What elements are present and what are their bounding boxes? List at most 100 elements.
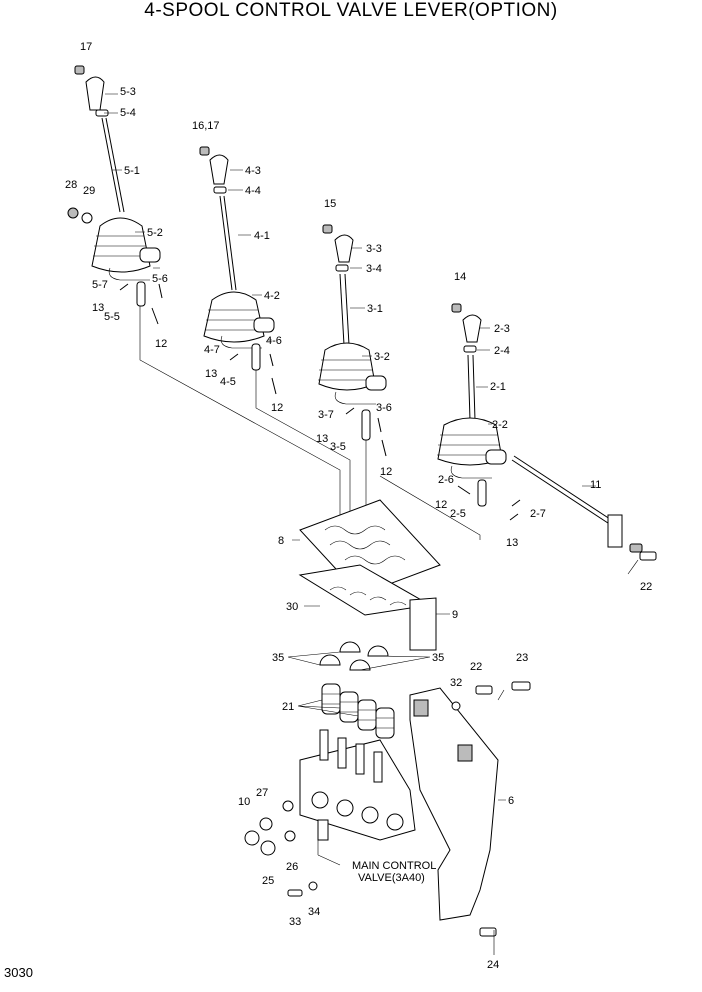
callout-22b: 22 — [470, 661, 482, 673]
lever-3-1 — [339, 273, 345, 346]
cap-35a — [339, 641, 361, 653]
link-2-5 — [477, 479, 487, 507]
boot-4-2 — [203, 291, 265, 343]
callout-27: 27 — [256, 787, 268, 799]
bolt-3-6 — [377, 417, 382, 433]
knob-5-3 — [85, 76, 105, 111]
callout-29: 29 — [83, 185, 95, 197]
callout-3-7: 3-7 — [318, 409, 334, 421]
lever-5-1 — [101, 117, 121, 213]
callout-3-1: 3-1 — [367, 303, 383, 315]
callout-35a: 35 — [272, 652, 284, 664]
callout-12a: 12 — [155, 338, 167, 350]
rod-11 — [511, 459, 615, 528]
pin-3-7 — [345, 407, 355, 415]
knob-2-3 — [462, 314, 482, 343]
callout-4-7: 4-7 — [204, 344, 220, 356]
setscrew-17 — [74, 65, 85, 75]
callout-5-1: 5-1 — [124, 165, 140, 177]
callout-34: 34 — [308, 906, 320, 918]
callout-30: 30 — [286, 601, 298, 613]
callout-15: 15 — [324, 198, 336, 210]
callout-5-2: 5-2 — [147, 227, 163, 239]
boot-21c — [357, 699, 377, 731]
callout-23: 23 — [516, 652, 528, 664]
callout-26: 26 — [286, 861, 298, 873]
lever-assembly-4 — [199, 146, 351, 525]
lever-assembly-3 — [318, 224, 387, 525]
callout-12d: 12 — [435, 499, 447, 511]
boot-21a — [321, 683, 341, 715]
o-ring-26 — [284, 830, 296, 842]
plug-25b — [260, 840, 276, 856]
callout-2-6: 2-6 — [438, 474, 454, 486]
callout-5-6: 5-6 — [152, 273, 168, 285]
washer-34 — [308, 881, 318, 891]
pin-2-7 — [511, 499, 521, 507]
boot-21b — [339, 691, 359, 723]
bolt-5-6 — [158, 283, 163, 299]
bolt-4-6 — [269, 353, 274, 367]
callout-32: 32 — [450, 677, 462, 689]
fitting-10 — [259, 817, 273, 831]
lever-assembly-2 — [379, 303, 657, 561]
callout-8: 8 — [278, 535, 284, 547]
bolt-24 — [479, 927, 497, 937]
callout-21: 21 — [282, 701, 294, 713]
bracket-3-2 — [365, 375, 387, 391]
leader-lines — [104, 93, 639, 955]
callout-24: 24 — [487, 959, 499, 971]
callout-3-4: 3-4 — [366, 263, 382, 275]
callout-labels: 17 5-3 5-4 5-1 28 29 5-2 5-6 5-7 13 5-5 … — [65, 41, 652, 971]
bolt-22b — [475, 685, 493, 695]
callout-13a: 13 — [92, 302, 104, 314]
callout-9: 9 — [452, 609, 458, 621]
setscrew-15 — [322, 224, 333, 234]
pin-4-7 — [229, 353, 239, 361]
pin-13d — [509, 513, 519, 521]
cap-35c — [319, 654, 341, 666]
valve-body — [299, 739, 416, 841]
boot-5-2 — [91, 217, 151, 273]
nut-4-4 — [213, 186, 227, 194]
main-valve-label-line2: VALVE(3A40) — [358, 872, 425, 884]
cap-35d — [349, 659, 371, 671]
bracket-5-2 — [139, 247, 161, 263]
link-3-5 — [361, 409, 371, 441]
callout-13b: 13 — [205, 368, 217, 380]
callout-3-5: 3-5 — [330, 441, 346, 453]
callout-17: 17 — [80, 41, 92, 53]
bolt-23 — [511, 681, 531, 691]
cap-35b — [367, 645, 389, 657]
guide-plate-assembly — [298, 499, 441, 651]
bolt-12d — [457, 485, 471, 495]
callout-35b: 35 — [432, 652, 444, 664]
bolt-12b — [271, 377, 277, 395]
callout-10: 10 — [238, 796, 250, 808]
callout-13c: 13 — [316, 433, 328, 445]
knob-3-3 — [334, 234, 354, 263]
link-4-5 — [251, 343, 261, 371]
callout-14: 14 — [454, 271, 466, 283]
callout-28: 28 — [65, 179, 77, 191]
lever-4-1 — [219, 195, 233, 291]
main-valve-label-line1: MAIN CONTROL — [352, 860, 436, 872]
callout-4-5: 4-5 — [220, 376, 236, 388]
valve-stub — [317, 819, 329, 841]
lever-2-1 — [467, 354, 471, 421]
callout-5-7: 5-7 — [92, 279, 108, 291]
callout-13d: 13 — [506, 537, 518, 549]
washer-32 — [451, 701, 461, 711]
bracket-9 — [409, 597, 437, 651]
o-ring-27 — [282, 800, 294, 812]
callout-4-3: 4-3 — [245, 165, 261, 177]
callout-22a: 22 — [640, 581, 652, 593]
mounting-bracket-6 — [409, 681, 531, 937]
callout-16-17: 16,17 — [192, 120, 220, 132]
pin-5-7 — [119, 283, 129, 291]
callout-25: 25 — [262, 875, 274, 887]
callout-2-5: 2-5 — [450, 508, 466, 520]
callout-5-5: 5-5 — [104, 311, 120, 323]
bracket-4-2 — [253, 317, 275, 333]
callout-4-2: 4-2 — [264, 290, 280, 302]
